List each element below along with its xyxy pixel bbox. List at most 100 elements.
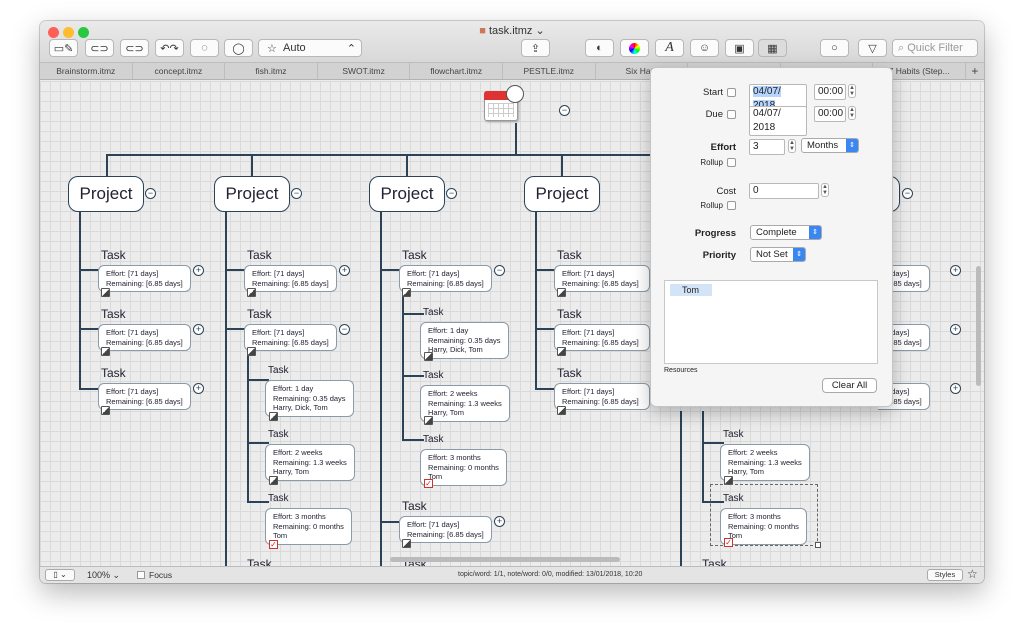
due-checkbox[interactable] bbox=[727, 110, 736, 119]
collapse-icon[interactable]: − bbox=[339, 324, 350, 335]
subtask-topic[interactable]: Task bbox=[423, 307, 444, 318]
window-title: ■ task.itmz ⌄ bbox=[479, 25, 545, 37]
task-topic[interactable]: Task bbox=[402, 248, 427, 262]
calendar-icon[interactable] bbox=[484, 85, 524, 123]
project-topic[interactable]: Project bbox=[214, 176, 290, 212]
collapse-icon[interactable]: − bbox=[494, 265, 505, 276]
start-checkbox[interactable] bbox=[727, 88, 736, 97]
link-button[interactable]: ↶↷ bbox=[155, 39, 184, 57]
effort-rollup-checkbox[interactable] bbox=[727, 158, 736, 167]
tab-flowchart[interactable]: flowchart.itmz bbox=[410, 63, 503, 79]
horizontal-scrollbar[interactable] bbox=[390, 557, 620, 562]
expand-icon[interactable]: + bbox=[339, 265, 350, 276]
color-button[interactable] bbox=[620, 39, 649, 57]
task-note: Effort: [71 days]Remaining: [6.85 days] bbox=[244, 265, 337, 292]
close-window-icon[interactable] bbox=[48, 27, 59, 38]
tab-7-habits[interactable]: 7 Habits (Step... bbox=[873, 63, 966, 79]
cost-rollup-checkbox[interactable] bbox=[727, 201, 736, 210]
cost-stepper[interactable]: ▲▼ bbox=[821, 183, 829, 197]
progress-icon bbox=[557, 347, 566, 356]
new-topic-button[interactable]: ▭✎ bbox=[49, 39, 78, 57]
subtopic-button[interactable]: ⊂⊃ bbox=[85, 39, 114, 57]
expand-icon[interactable]: + bbox=[193, 324, 204, 335]
subtask-topic[interactable]: Task bbox=[268, 493, 289, 504]
resource-item[interactable]: Tom bbox=[670, 284, 712, 296]
task-info-button[interactable]: ▦ bbox=[758, 39, 787, 57]
task-topic[interactable]: Task bbox=[402, 499, 427, 513]
start-time-field[interactable]: 00:00 bbox=[814, 84, 846, 100]
star-icon[interactable]: ☆ bbox=[967, 567, 978, 581]
subtask-topic[interactable]: Task bbox=[423, 370, 444, 381]
style-select[interactable]: ☆ Auto⌃ bbox=[258, 39, 362, 57]
sibling-button[interactable]: ⊂⊃ bbox=[120, 39, 149, 57]
start-time-stepper[interactable]: ▲▼ bbox=[848, 84, 856, 98]
image-button[interactable]: ▣ bbox=[725, 39, 754, 57]
resources-list[interactable]: Tom bbox=[664, 280, 878, 364]
selection-frame[interactable] bbox=[710, 484, 818, 546]
tab-brainstorm[interactable]: Brainstorm.itmz bbox=[40, 63, 133, 79]
add-tab-button[interactable]: + bbox=[971, 64, 979, 78]
cost-field[interactable]: 0 bbox=[749, 183, 819, 199]
expand-icon[interactable]: + bbox=[950, 324, 961, 335]
sidebar-toggle-button[interactable]: ▯ ⌄ bbox=[45, 569, 75, 581]
font-button[interactable]: A bbox=[655, 39, 684, 57]
effort-field[interactable]: 3 bbox=[749, 139, 785, 155]
expand-icon[interactable]: + bbox=[950, 383, 961, 394]
due-date-field[interactable]: 04/07/ 2018 bbox=[749, 106, 807, 136]
task-topic[interactable]: Task bbox=[247, 557, 272, 566]
collapse-icon[interactable]: − bbox=[902, 188, 913, 199]
task-topic[interactable]: Task bbox=[101, 248, 126, 262]
title-bar: ■ task.itmz ⌄ ▭✎ ⊂⊃ ⊂⊃ ↶↷ ◌ ◯ ☆ Auto⌃ ⇪ … bbox=[40, 21, 984, 63]
boundary-button[interactable]: ◌ bbox=[190, 39, 219, 57]
expand-icon[interactable]: + bbox=[950, 265, 961, 276]
task-topic[interactable]: Task bbox=[702, 557, 727, 566]
focus-checkbox[interactable] bbox=[137, 571, 145, 579]
effort-stepper[interactable]: ▲▼ bbox=[788, 139, 796, 153]
resize-handle[interactable] bbox=[815, 542, 821, 548]
callout-button[interactable]: ◯ bbox=[224, 39, 253, 57]
task-topic[interactable]: Task bbox=[557, 307, 582, 321]
project-topic[interactable]: Project bbox=[68, 176, 144, 212]
filter-button[interactable]: ▽ bbox=[858, 39, 887, 57]
emoji-button[interactable]: ☺ bbox=[690, 39, 719, 57]
tab-swot[interactable]: SWOT.itmz bbox=[318, 63, 411, 79]
minimize-window-icon[interactable] bbox=[63, 27, 74, 38]
subtask-topic-selected[interactable]: Task bbox=[723, 493, 744, 504]
share-button[interactable]: ⇪ bbox=[521, 39, 550, 57]
search-button[interactable]: ○ bbox=[820, 39, 849, 57]
task-topic[interactable]: Task bbox=[101, 366, 126, 380]
subtask-topic[interactable]: Task bbox=[268, 365, 289, 376]
vertical-scrollbar[interactable] bbox=[976, 266, 981, 386]
theme-button[interactable]: ◐ bbox=[585, 39, 614, 57]
tab-pestle[interactable]: PESTLE.itmz bbox=[503, 63, 596, 79]
effort-unit-select[interactable]: Months⇕ bbox=[801, 138, 859, 153]
expand-icon[interactable]: + bbox=[494, 516, 505, 527]
expand-icon[interactable]: + bbox=[193, 383, 204, 394]
due-time-field[interactable]: 00:00 bbox=[814, 106, 846, 122]
progress-select[interactable]: Complete⇕ bbox=[750, 225, 822, 240]
quick-filter-input[interactable]: ⌕ Quick Filter bbox=[892, 39, 978, 57]
task-topic[interactable]: Task bbox=[247, 307, 272, 321]
subtask-topic[interactable]: Task bbox=[268, 429, 289, 440]
clear-all-button[interactable]: Clear All bbox=[822, 378, 877, 393]
project-topic[interactable]: Project bbox=[524, 176, 600, 212]
project-topic[interactable]: Project bbox=[369, 176, 445, 212]
collapse-icon[interactable]: − bbox=[145, 188, 156, 199]
priority-select[interactable]: Not Set⇕ bbox=[750, 247, 806, 262]
subtask-topic[interactable]: Task bbox=[723, 429, 744, 440]
collapse-icon[interactable]: − bbox=[446, 188, 457, 199]
task-topic[interactable]: Task bbox=[101, 307, 126, 321]
tab-concept[interactable]: concept.itmz bbox=[133, 63, 226, 79]
due-time-stepper[interactable]: ▲▼ bbox=[848, 106, 856, 120]
zoom-window-icon[interactable] bbox=[78, 27, 89, 38]
collapse-icon[interactable]: − bbox=[291, 188, 302, 199]
tab-fish[interactable]: fish.itmz bbox=[225, 63, 318, 79]
task-topic[interactable]: Task bbox=[557, 248, 582, 262]
central-collapse-icon[interactable]: − bbox=[559, 105, 570, 116]
zoom-level[interactable]: 100% ⌄ bbox=[87, 570, 121, 580]
task-topic[interactable]: Task bbox=[247, 248, 272, 262]
expand-icon[interactable]: + bbox=[193, 265, 204, 276]
task-topic[interactable]: Task bbox=[557, 366, 582, 380]
subtask-topic[interactable]: Task bbox=[423, 434, 444, 445]
styles-button[interactable]: Styles bbox=[927, 569, 963, 581]
